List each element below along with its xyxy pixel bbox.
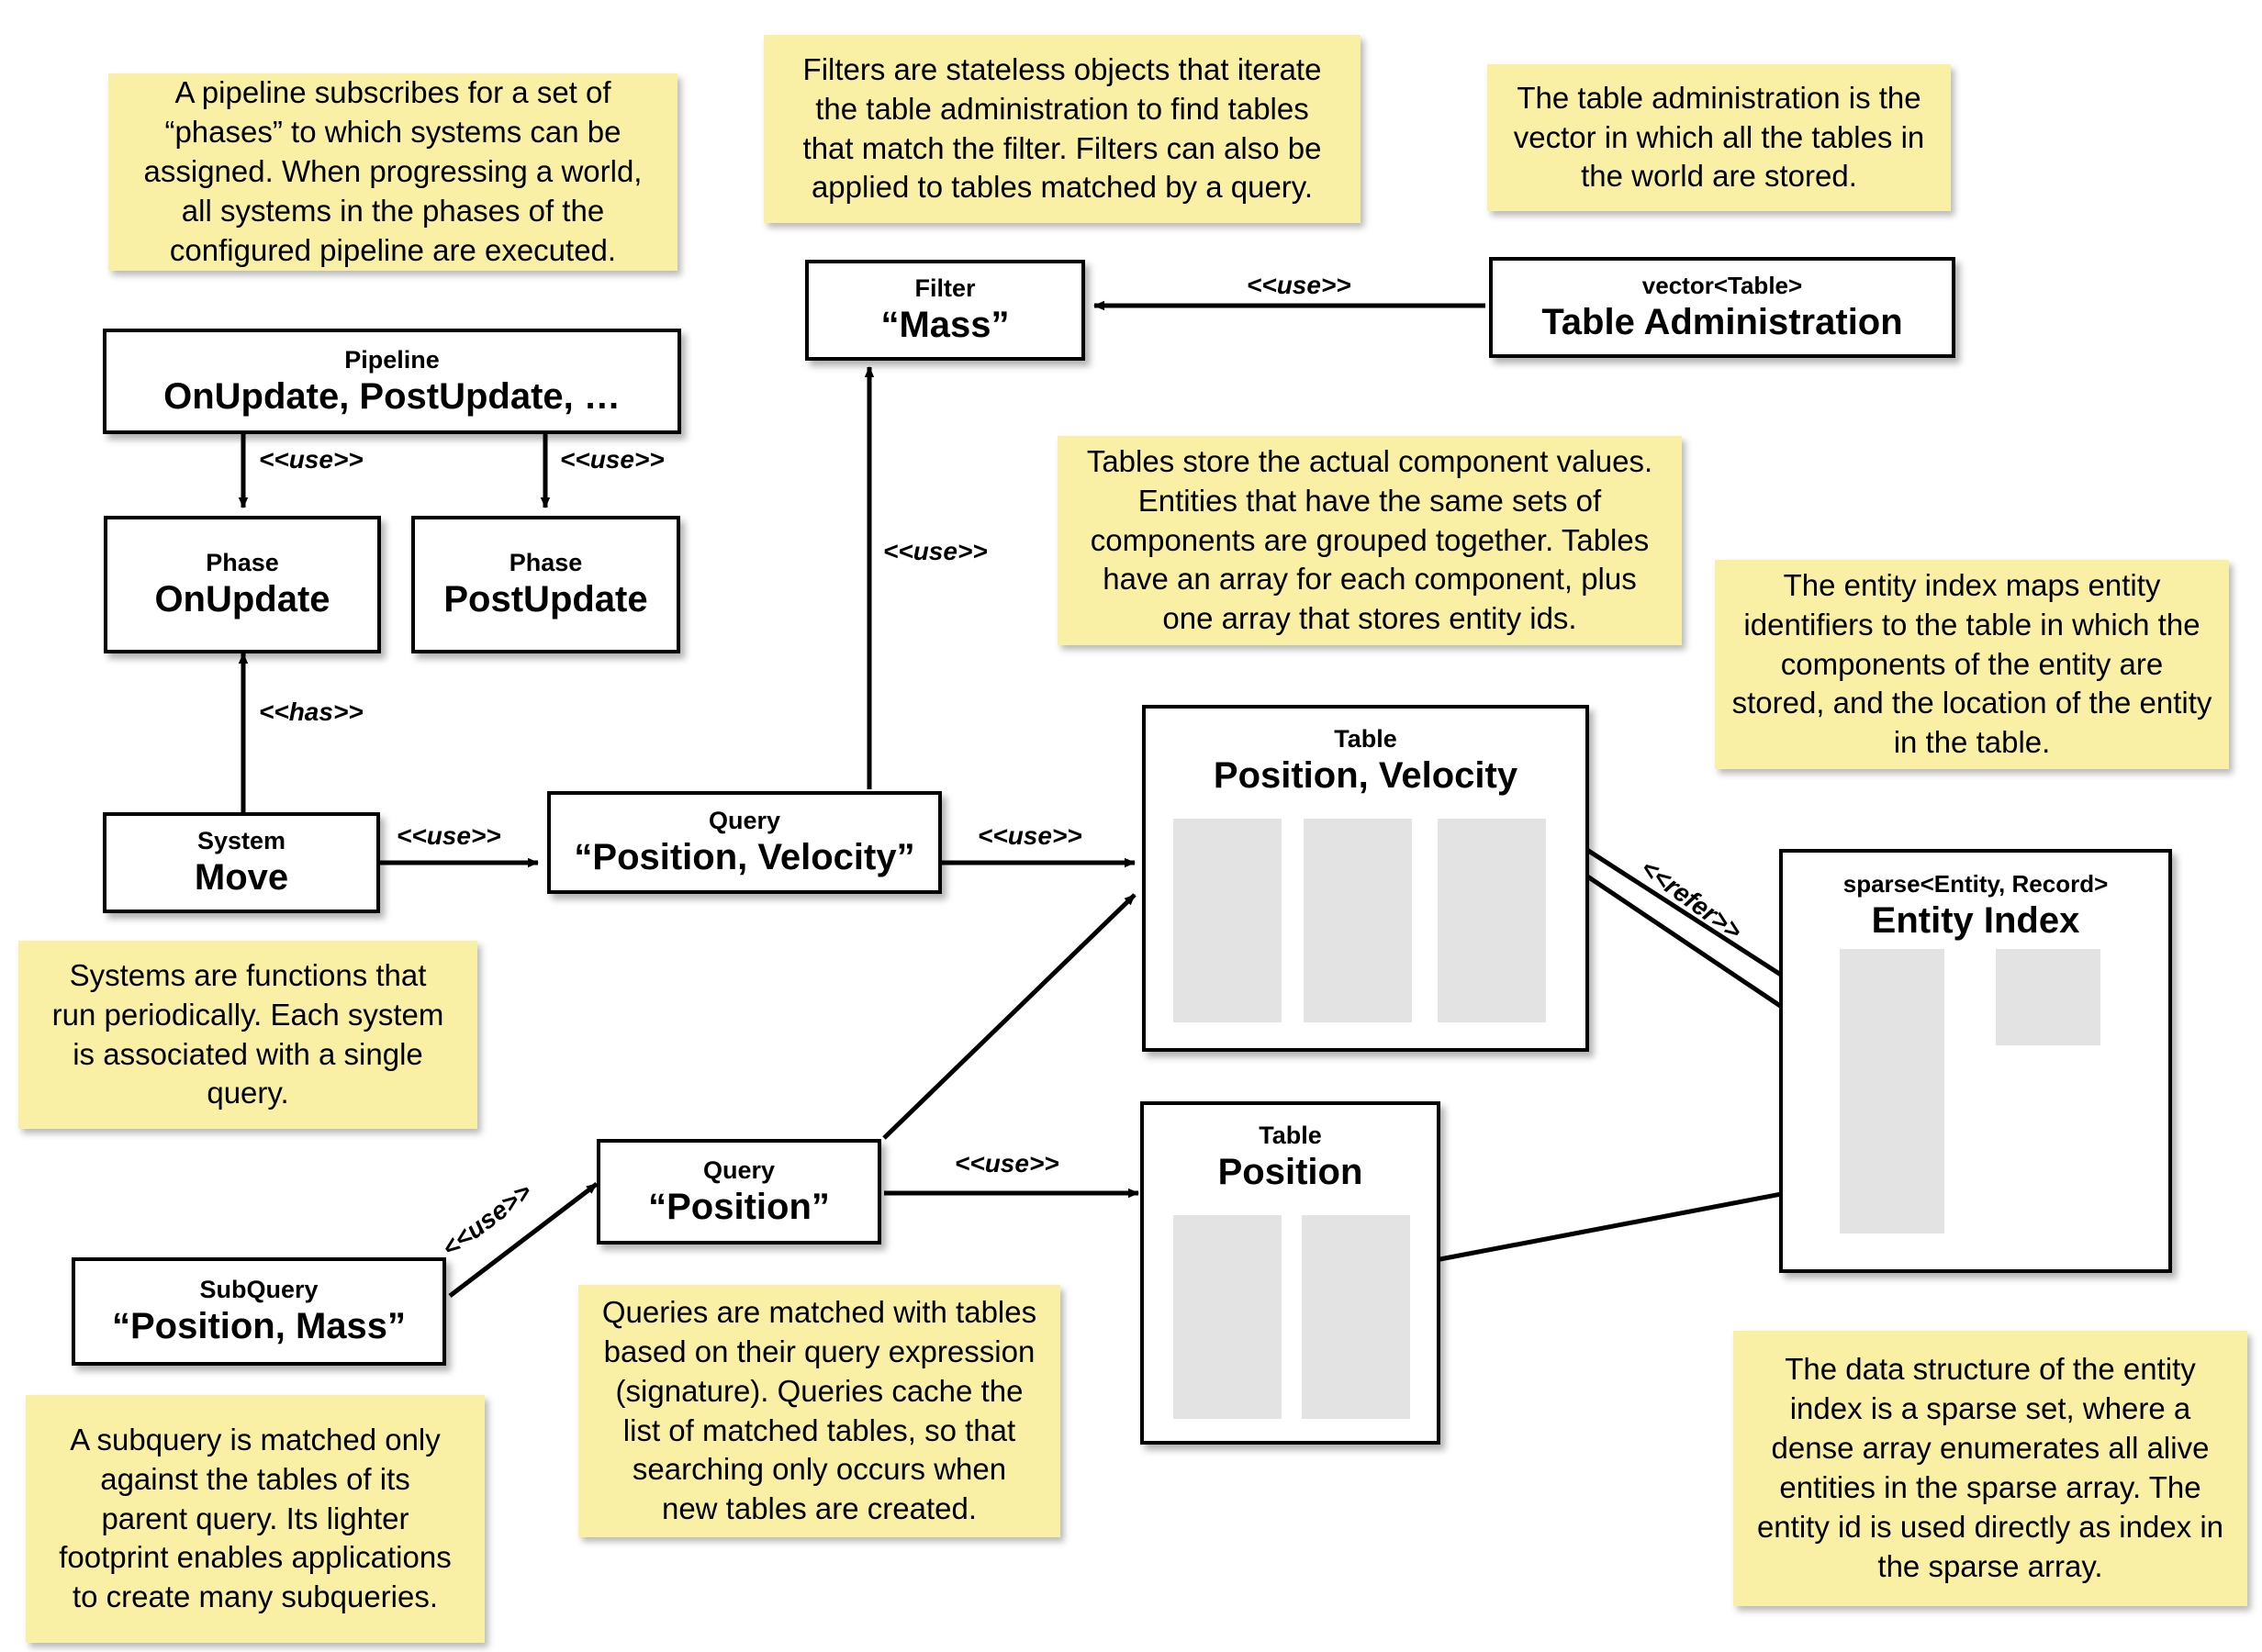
- box-table-administration-stereotype: vector<Table>: [1641, 271, 1803, 299]
- box-table-position-name: Position: [1217, 1152, 1363, 1193]
- table-array-column-position: [1173, 819, 1282, 1022]
- entity-index-sparse-array: [1840, 949, 1944, 1233]
- note-tables: Tables store the actual component values…: [1058, 436, 1682, 645]
- box-query-position-velocity-stereotype: Query: [708, 807, 781, 835]
- note-entity-index: The entity index maps entity identifiers…: [1715, 560, 2229, 769]
- box-table-position-velocity-stereotype: Table: [1334, 725, 1397, 753]
- table-position-array-column-position: [1173, 1215, 1282, 1419]
- table-array-column-velocity: [1304, 819, 1412, 1022]
- box-query-position-name: “Position”: [648, 1186, 830, 1227]
- box-phase-onupdate[interactable]: Phase OnUpdate: [104, 516, 381, 653]
- entity-index-dense-array: [1996, 949, 2100, 1045]
- note-queries: Queries are matched with tables based on…: [578, 1285, 1060, 1537]
- edge-label-querypos-tablepos: <<use>>: [955, 1149, 1059, 1178]
- note-systems: Systems are functions that run periodica…: [18, 941, 477, 1129]
- note-table-admin: The table administration is the vector i…: [1487, 64, 1951, 211]
- box-entity-index-name: Entity Index: [1871, 899, 2080, 941]
- edge-label-query-table: <<use>>: [978, 821, 1082, 850]
- box-table-position-velocity-name: Position, Velocity: [1213, 755, 1518, 797]
- table-position-array-column-entity-ids: [1302, 1215, 1410, 1419]
- box-pipeline[interactable]: Pipeline OnUpdate, PostUpdate, …: [103, 329, 681, 434]
- note-filter: Filters are stateless objects that itera…: [764, 35, 1361, 223]
- box-table-administration-name: Table Administration: [1541, 301, 1903, 342]
- note-pipeline: A pipeline subscribes for a set of “phas…: [108, 73, 677, 271]
- box-query-position-stereotype: Query: [702, 1155, 776, 1184]
- box-phase-onupdate-name: OnUpdate: [154, 579, 330, 620]
- box-subquery-stereotype: SubQuery: [199, 1276, 319, 1304]
- box-table-position-stereotype: Table: [1259, 1122, 1322, 1149]
- box-subquery-name: “Position, Mass”: [111, 1306, 407, 1347]
- box-entity-index-stereotype: sparse<Entity, Record>: [1842, 870, 2109, 898]
- note-subquery: A subquery is matched only against the t…: [26, 1395, 485, 1643]
- box-phase-postupdate-name: PostUpdate: [443, 579, 648, 620]
- edge-label-system-query: <<use>>: [397, 821, 501, 850]
- box-entity-index[interactable]: sparse<Entity, Record> Entity Index: [1779, 849, 2172, 1273]
- box-phase-postupdate[interactable]: Phase PostUpdate: [411, 516, 680, 653]
- edge-index-tablepos: [1425, 1181, 1835, 1266]
- edge-label-subquery-query: <<use>>: [436, 1177, 537, 1263]
- box-system-move-name: Move: [194, 857, 289, 899]
- box-pipeline-stereotype: Pipeline: [344, 345, 440, 374]
- box-pipeline-name: OnUpdate, PostUpdate, …: [163, 375, 621, 417]
- edge-label-pipeline-onupdate: <<use>>: [259, 445, 364, 474]
- box-filter-mass-stereotype: Filter: [914, 274, 976, 303]
- box-query-position[interactable]: Query “Position”: [597, 1139, 881, 1245]
- edge-label-index-refer: <<refer>>: [1635, 854, 1748, 946]
- edge-querypos-tableposvel: [882, 893, 1137, 1140]
- edge-label-query-filter: <<use>>: [883, 537, 988, 565]
- box-system-move[interactable]: System Move: [103, 812, 380, 913]
- box-phase-onupdate-stereotype: Phase: [206, 549, 279, 577]
- note-entity-index-struct: The data structure of the entity index i…: [1733, 1331, 2247, 1606]
- box-table-administration[interactable]: vector<Table> Table Administration: [1489, 257, 1955, 358]
- box-filter-mass[interactable]: Filter “Mass”: [805, 260, 1085, 361]
- edge-label-system-phase: <<has>>: [259, 698, 364, 726]
- box-filter-mass-name: “Mass”: [880, 305, 1010, 346]
- box-table-position-velocity[interactable]: Table Position, Velocity: [1142, 705, 1589, 1052]
- box-query-position-velocity-name: “Position, Velocity”: [574, 837, 915, 878]
- edge-label-pipeline-postupdate: <<use>>: [560, 445, 665, 474]
- box-table-position[interactable]: Table Position: [1140, 1101, 1440, 1445]
- box-subquery[interactable]: SubQuery “Position, Mass”: [72, 1257, 446, 1366]
- table-array-column-entity-ids: [1438, 819, 1546, 1022]
- box-system-move-stereotype: System: [196, 827, 286, 855]
- box-phase-postupdate-stereotype: Phase: [509, 549, 583, 577]
- edge-label-admin-filter: <<use>>: [1247, 271, 1351, 299]
- box-query-position-velocity[interactable]: Query “Position, Velocity”: [547, 791, 942, 894]
